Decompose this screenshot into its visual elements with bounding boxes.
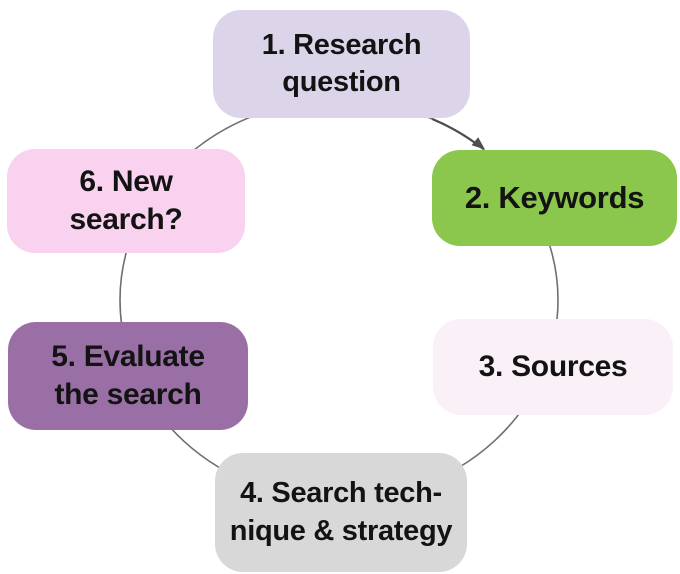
flow-arrow-line: [431, 118, 478, 145]
step-label-line: 6. New: [79, 164, 173, 198]
step-box-keywords: 2. Keywords: [432, 150, 677, 246]
step-label-line: 5. Evaluate: [51, 339, 205, 373]
step-label-line: 1. Research: [261, 28, 422, 61]
step-box-search-technique: 4. Search tech- nique & strategy: [215, 453, 467, 572]
step-label-line: 2. Keywords: [464, 180, 645, 216]
step-label-line: 3. Sources: [478, 349, 628, 383]
step-box-new-search: 6. New search?: [7, 149, 245, 253]
step-box-evaluate-search: 5. Evaluate the search: [8, 322, 248, 430]
step-label-line: nique & strategy: [229, 514, 453, 547]
step-label-line: the search: [54, 378, 202, 411]
step-box-sources: 3. Sources: [433, 319, 673, 415]
step-box-research-question: 1. Research question: [213, 10, 470, 118]
step-label-line: question: [282, 66, 401, 98]
step-label-line: 4. Search tech-: [240, 477, 442, 510]
step-label-line: search?: [69, 203, 183, 236]
arrow-head-icon: [471, 137, 485, 150]
